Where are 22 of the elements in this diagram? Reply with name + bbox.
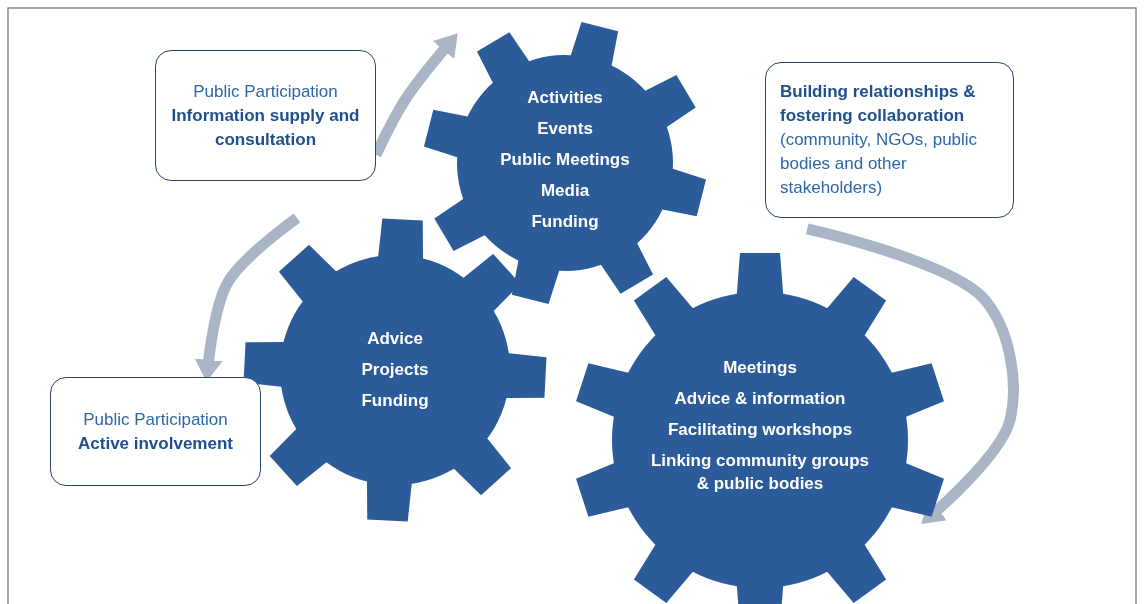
box-text: (community, NGOs, public bodies and other stakeholders) <box>780 129 979 199</box>
text-box <box>50 377 261 486</box>
text-box <box>765 62 1014 218</box>
gear-label: Meetings <box>723 357 797 379</box>
gear-label: Funding <box>531 211 599 233</box>
gear-label: Events <box>537 118 593 140</box>
gear-label: Projects <box>361 359 429 381</box>
gear-label: Advice & information <box>674 388 846 410</box>
box-text: Public Participation <box>192 80 339 103</box>
gear-label: Advice <box>367 328 423 350</box>
box-text: Building relationships & fostering collaboration <box>780 81 977 127</box>
text-box <box>155 50 376 181</box>
box-text: Public Participation <box>82 408 229 431</box>
gear-label: Linking community groups & public bodies <box>650 450 870 495</box>
curved-arrow <box>806 223 1019 524</box>
gear-label: Activities <box>527 87 603 109</box>
gear-label: Media <box>540 180 590 202</box>
gear-label: Funding <box>361 390 429 412</box>
gear-label: Public Meetings <box>500 149 630 171</box>
box-text: Active involvement <box>77 432 234 455</box>
gear-label: Facilitating workshops <box>667 419 853 441</box>
box-text: Information supply and consultation <box>170 104 361 151</box>
